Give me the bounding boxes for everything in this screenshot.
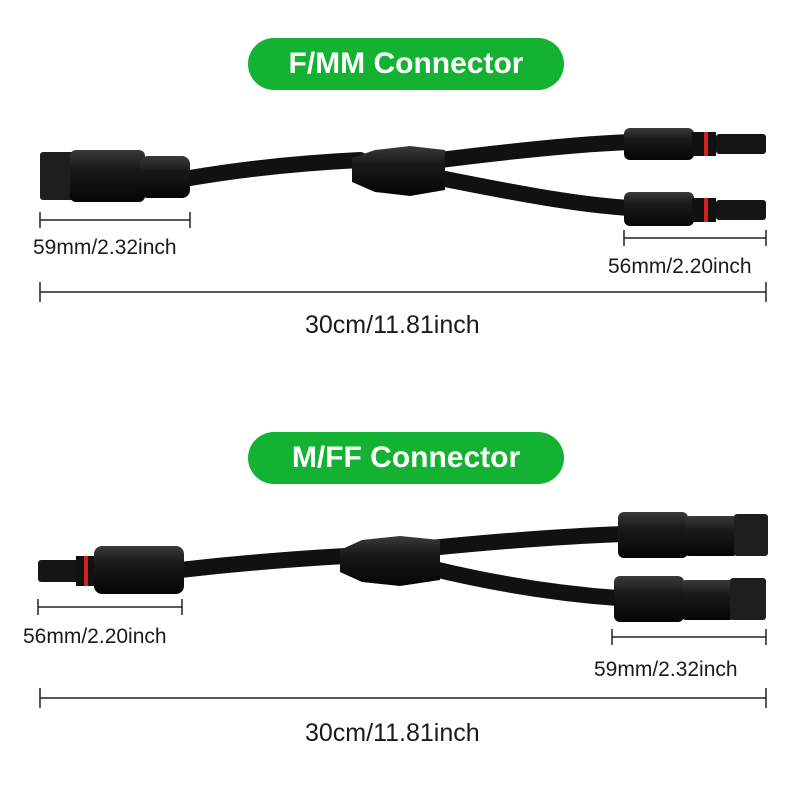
fmm-branch-cable-upper <box>439 134 631 168</box>
mff-right-dimension-label: 59mm/2.32inch <box>594 658 738 681</box>
fmm-y-splitter <box>352 146 445 196</box>
fmm-male-connector-upper <box>624 128 766 160</box>
fmm-female-connector <box>40 150 190 202</box>
mff-female-connector-lower <box>614 576 766 622</box>
mff-branch-cable-lower <box>428 560 619 606</box>
fmm-cable-assembly <box>40 128 766 226</box>
mff-branch-cable-upper <box>429 526 626 556</box>
fmm-right-dimension-label: 56mm/2.20inch <box>608 255 752 278</box>
fmm-left-dimension-label: 59mm/2.32inch <box>33 236 177 259</box>
fmm-main-cable <box>182 152 368 186</box>
mff-y-splitter <box>340 536 440 586</box>
fmm-total-length-label: 30cm/11.81inch <box>305 311 480 339</box>
fmm-title-badge: F/MM Connector <box>248 38 564 90</box>
mff-title-badge: M/FF Connector <box>248 432 564 484</box>
fmm-branch-cable-lower <box>438 170 631 216</box>
mff-cable-assembly <box>38 512 768 622</box>
mff-main-cable <box>179 548 346 578</box>
fmm-dimension-lines <box>39 212 767 302</box>
mff-left-dimension-label: 56mm/2.20inch <box>23 625 167 648</box>
fmm-male-connector-lower <box>624 192 766 226</box>
mff-dimension-lines <box>37 599 767 708</box>
mff-female-connector-upper <box>618 512 768 558</box>
mff-male-connector <box>38 546 184 594</box>
mff-total-length-label: 30cm/11.81inch <box>305 719 480 747</box>
